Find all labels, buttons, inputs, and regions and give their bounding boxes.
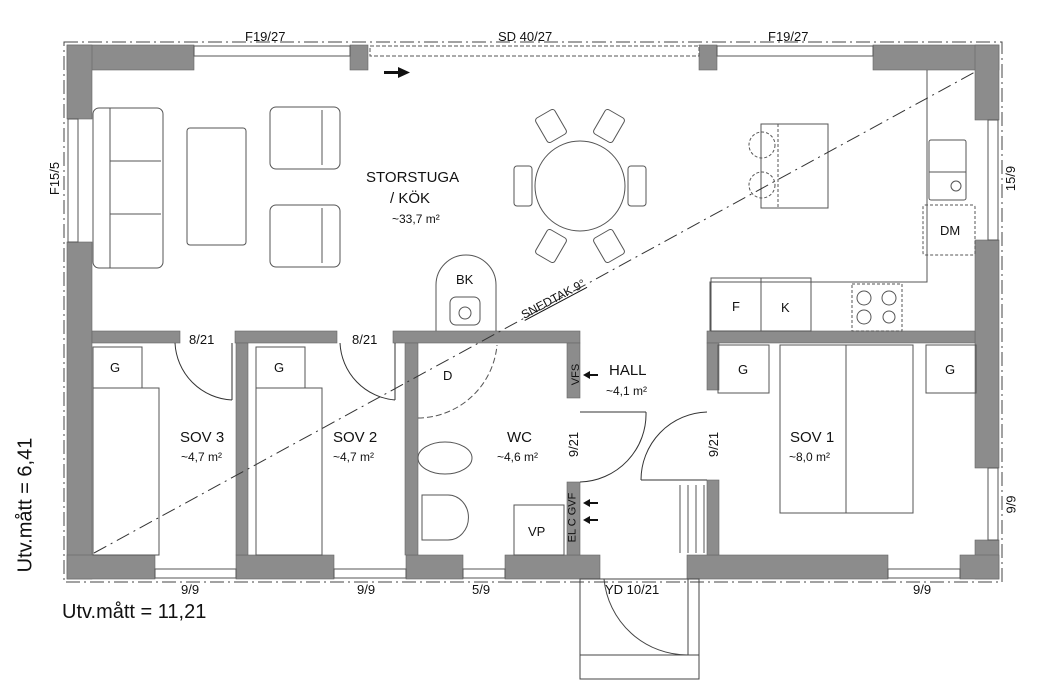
room-name-storstuga-2: / KÖK [390, 190, 431, 207]
dishwasher-label: DM [940, 223, 961, 238]
room-name-sov1: SOV 1 [790, 429, 835, 446]
window-label-top-left: F19/27 [245, 29, 286, 44]
windows [67, 45, 999, 579]
door-label-wc: 9/21 [566, 431, 582, 458]
armchair-icon [269, 106, 341, 268]
overall-width-label: Utv.mått = 11,21 [62, 601, 207, 623]
overall-height-label: Utv.mått = 6,41 [14, 437, 37, 573]
sloped-roof-line [93, 71, 976, 554]
window-label-left: F15/5 [47, 161, 63, 196]
door-label-sov3: 8/21 [189, 332, 215, 347]
freezer-label: K [781, 300, 790, 315]
water-heater-label: VP [528, 524, 546, 539]
room-name-sov3: SOV 3 [180, 429, 225, 446]
window-label-bottom-sov3: 9/9 [181, 582, 200, 597]
window-label-bottom-wc: 5/9 [472, 582, 491, 597]
room-area-sov1: ~8,0 m² [789, 450, 831, 464]
window-label-bottom-sov2: 9/9 [357, 582, 376, 597]
room-area-storstuga: ~33,7 m² [392, 212, 440, 226]
fireplace-icon [435, 254, 497, 331]
room-area-sov2: ~4,7 m² [333, 450, 375, 464]
entry-step [579, 578, 700, 680]
window-label-bedroom-right: 9/9 [1003, 495, 1019, 514]
shoe-rack-icon [679, 485, 705, 553]
door-swings [174, 342, 708, 483]
kitchen-counter [709, 70, 976, 332]
window-label-top-right: F19/27 [768, 29, 809, 44]
room-name-storstuga-1: STORSTUGA [366, 169, 460, 186]
door-label-sliding: SD 40/27 [498, 29, 553, 44]
room-area-sov3: ~4,7 m² [181, 450, 223, 464]
ventilation-label: VFS [570, 363, 583, 386]
fridge-label: F [732, 299, 740, 314]
bathroom-fixtures [417, 344, 565, 556]
door-label-sov2: 8/21 [352, 332, 378, 347]
walls [66, 44, 1000, 580]
door-label-entry: YD 10/21 [605, 582, 660, 597]
sofa-icon [92, 107, 164, 269]
dining-table-icon [513, 108, 647, 264]
outer-dimension-line [63, 41, 1003, 583]
bed-sov2-icon [255, 346, 323, 556]
room-name-hall: HALL [609, 362, 647, 379]
room-name-sov2: SOV 2 [333, 429, 378, 446]
fireplace-label: BK [456, 272, 474, 287]
sliding-door-arrow-icon [384, 67, 410, 78]
room-area-hall: ~4,1 m² [606, 384, 648, 398]
room-name-wc: WC [507, 429, 532, 446]
kitchen-island-icon [748, 123, 829, 209]
wardrobe-label-sov3: G [110, 360, 121, 375]
coffee-table-icon [186, 127, 247, 246]
window-label-bottom-sov1: 9/9 [913, 582, 932, 597]
shower-label: D [443, 368, 453, 383]
wardrobe-label-sov1-right: G [945, 362, 956, 377]
electrical-label: EL C GVF [566, 492, 579, 543]
wardrobe-label-sov2: G [274, 360, 285, 375]
wardrobe-label-sov1-left: G [738, 362, 749, 377]
window-label-kitchen-right: 15/9 [1003, 165, 1019, 192]
door-label-sov1: 9/21 [706, 431, 722, 458]
bed-sov3-icon [92, 346, 160, 556]
bed-sov1-icon [717, 344, 977, 514]
arrow-icons [583, 371, 598, 524]
room-area-wc: ~4,6 m² [497, 450, 539, 464]
